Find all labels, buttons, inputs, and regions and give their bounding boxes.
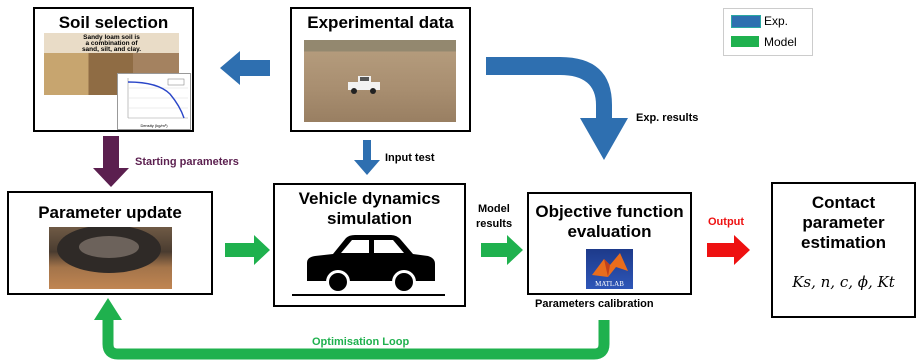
output-label: Output xyxy=(708,216,745,228)
tire-on-soil-photo xyxy=(49,227,172,289)
exp-results-label: Exp. results xyxy=(636,112,699,124)
optimisation-loop-label: Optimisation Loop xyxy=(312,336,410,348)
tire-icon xyxy=(57,227,161,273)
exp-to-vehicle-arrow xyxy=(354,140,380,175)
input-test-label: Input test xyxy=(385,152,435,164)
matlab-label: MATLAB xyxy=(595,280,624,288)
optimisation-loop-arrow xyxy=(102,318,610,360)
soil-caption-1: Sandy loam soil is xyxy=(83,34,140,41)
contact-estimation-box: Contact parameter estimation Ks, n, c, ϕ… xyxy=(771,182,916,318)
experimental-data-title: Experimental data xyxy=(307,13,454,32)
legend: Exp. Model xyxy=(723,8,813,56)
model-results-label-2: results xyxy=(476,218,513,230)
exp-results-arrow xyxy=(486,57,628,160)
soil-caption-3: sand, silt, and clay. xyxy=(81,46,142,53)
experimental-data-box: Experimental data xyxy=(290,7,471,132)
objective-function-box: Objective function evaluation MATLAB xyxy=(527,192,692,295)
model-arrow-1 xyxy=(225,235,270,265)
parameters-calibration-label: Parameters calibration xyxy=(535,298,654,310)
objective-function-title-2: evaluation xyxy=(567,222,652,241)
legend-model-swatch xyxy=(731,36,759,47)
soil-plot-svg xyxy=(127,78,188,119)
experimental-field-photo xyxy=(304,40,456,122)
parameter-update-box: Parameter update xyxy=(7,191,213,295)
starting-parameters-label: Starting parameters xyxy=(135,156,239,168)
legend-exp-label: Exp. xyxy=(764,14,789,28)
contact-estimation-title-1: Contact xyxy=(811,193,876,212)
soil-selection-box: Soil selection Sandy loam soil is a comb… xyxy=(33,7,194,132)
output-arrow xyxy=(707,235,750,265)
vehicle-dynamics-box: Vehicle dynamics simulation xyxy=(273,183,466,307)
vehicle-dynamics-title-2: simulation xyxy=(326,209,412,228)
objective-function-title-1: Objective function xyxy=(535,202,684,221)
optimisation-loop-arrowhead xyxy=(94,298,122,320)
soil-samples-image: Sandy loam soil is a combination of sand… xyxy=(44,33,179,95)
model-results-label-1: Model xyxy=(478,203,510,215)
soil-selection-title: Soil selection xyxy=(58,13,169,32)
starting-parameters-arrow xyxy=(93,136,129,187)
legend-model-label: Model xyxy=(764,35,797,49)
soil-plot-xlabel: Density (kg/m³) xyxy=(140,123,168,128)
parameter-formula: Ks, n, c, ϕ, Kt xyxy=(792,273,895,291)
soil-caption-2: a combination of xyxy=(85,40,138,47)
car-icon xyxy=(291,234,445,296)
contact-estimation-title-2: parameter xyxy=(802,213,885,232)
contact-estimation-title-3: estimation xyxy=(800,233,887,252)
parameter-update-title: Parameter update xyxy=(38,203,182,222)
exp-to-soil-arrow xyxy=(220,51,270,85)
matlab-membrane-icon xyxy=(592,253,628,277)
pickup-truck-icon xyxy=(348,76,380,94)
matlab-logo: MATLAB xyxy=(586,249,633,289)
vehicle-dynamics-title-1: Vehicle dynamics xyxy=(298,189,441,208)
soil-property-plot: Density (kg/m³) xyxy=(117,73,191,130)
model-results-arrow xyxy=(481,235,523,265)
legend-exp-swatch xyxy=(731,15,761,28)
